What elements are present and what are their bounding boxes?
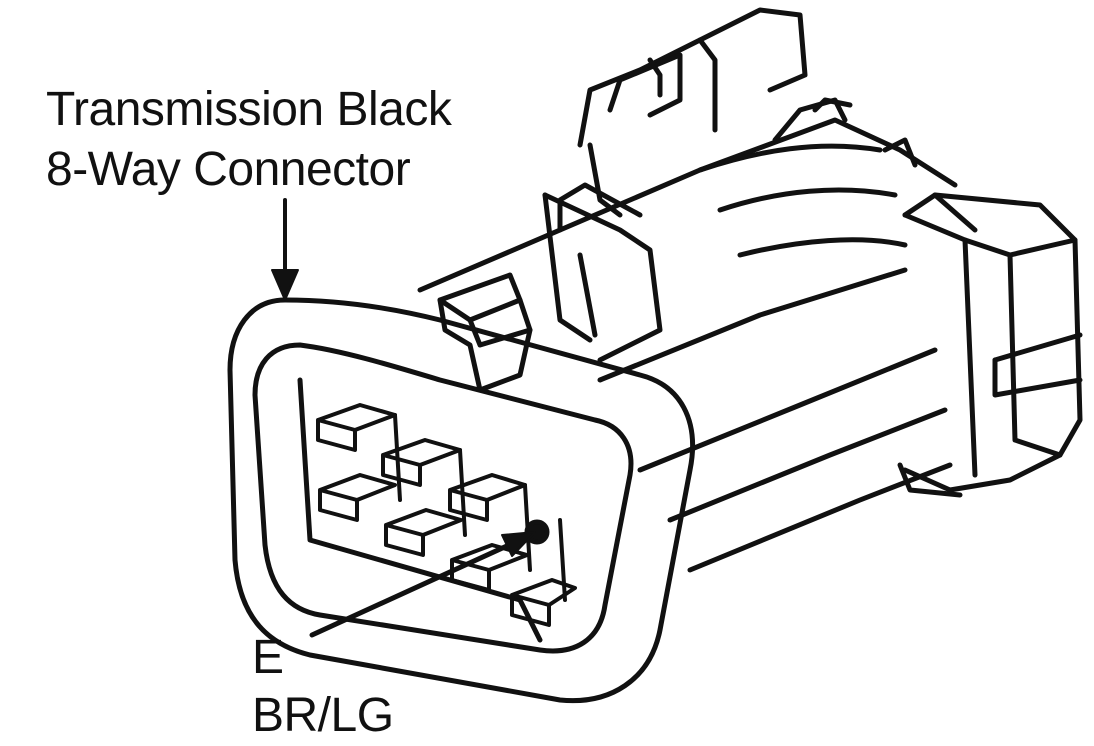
terminal-pins [316, 403, 577, 627]
connector-body [417, 7, 1083, 573]
pin-letter-label: E [252, 631, 284, 684]
pin-4 [318, 473, 397, 522]
pin-5 [384, 508, 463, 557]
pin-7 [510, 578, 577, 627]
pin-leader-arrow [309, 531, 536, 638]
connector-title-line2: 8-Way Connector [46, 143, 411, 196]
connector-title-line1: Transmission Black [46, 83, 452, 136]
wire-color-label: BR/LG [252, 689, 394, 742]
callout-arrow [271, 198, 299, 301]
pin-2 [381, 438, 462, 487]
pin-1 [316, 403, 397, 452]
